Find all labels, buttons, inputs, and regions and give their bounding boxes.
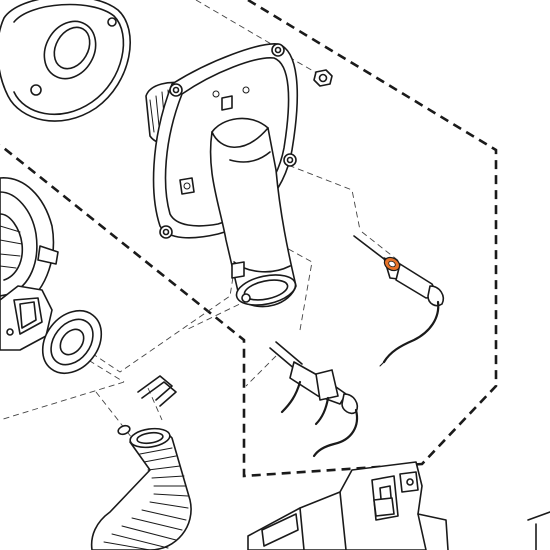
ignition-electrode-pair [269,341,359,458]
flexible-hose [90,427,192,550]
cover-plate [0,0,131,122]
combustion-housing [145,43,299,308]
mounting-bracket [247,461,550,550]
burner-head [0,177,59,351]
nut [313,69,333,87]
assembly-boundary-dashed [0,0,498,478]
retaining-clip [137,375,177,407]
glow-plug-electrode [353,235,445,367]
gasket [41,309,103,375]
seal-ring [117,424,131,436]
